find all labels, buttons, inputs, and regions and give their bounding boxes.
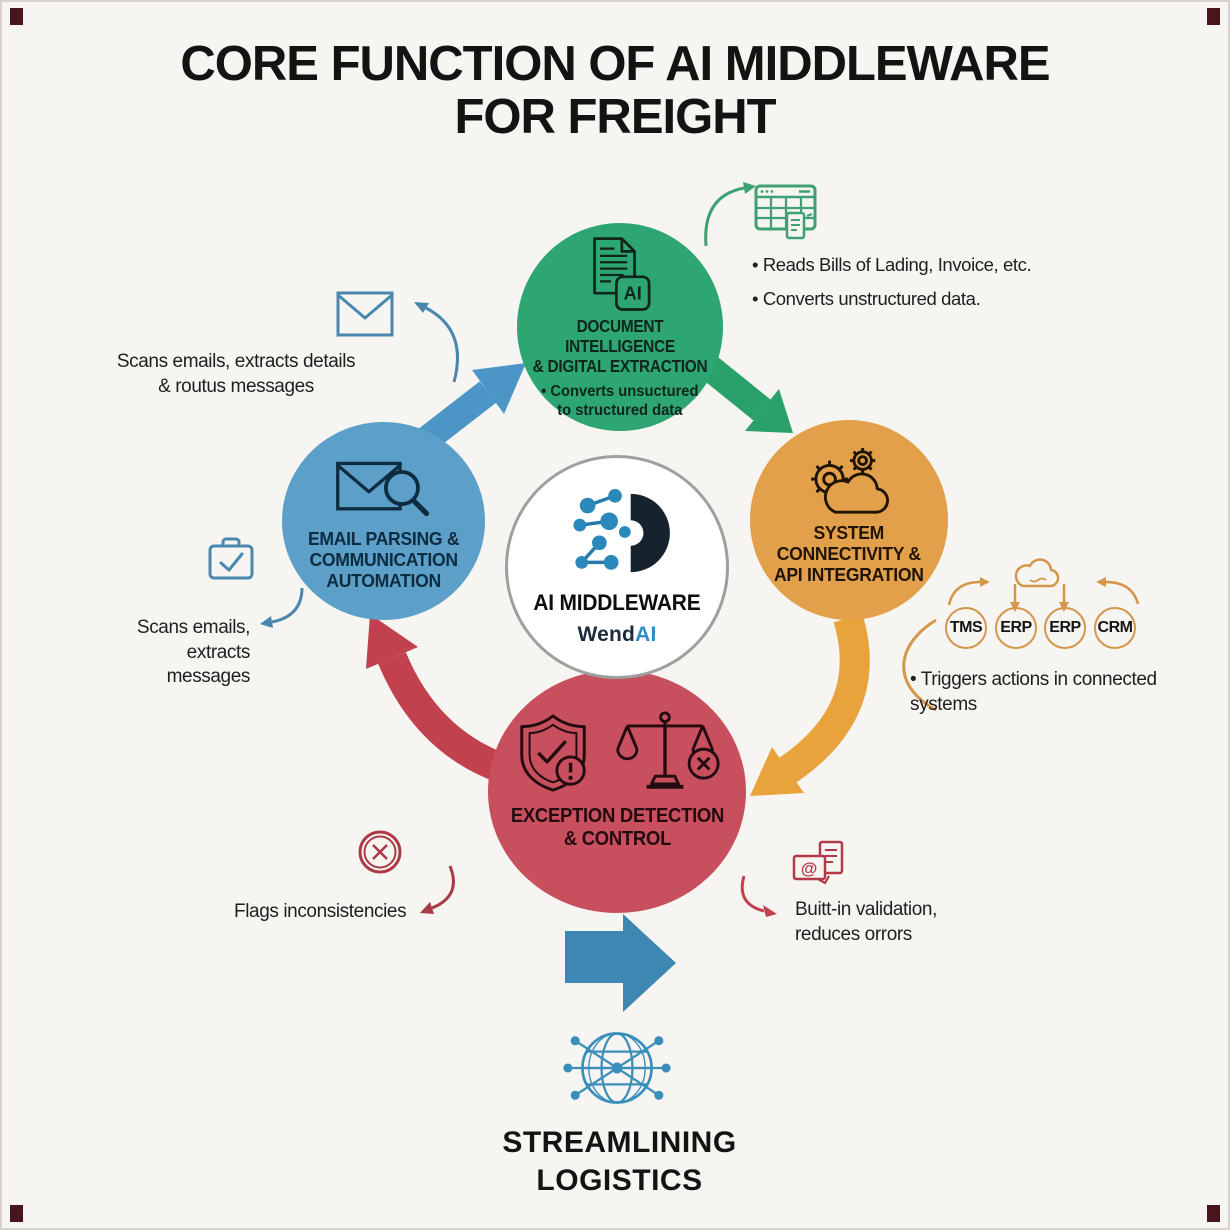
gears-cloud-icon	[811, 447, 889, 514]
system-chip-crm: CRM	[1094, 607, 1136, 649]
document-side-bullets: • Reads Bills of Lading, Invoice, etc. •…	[752, 254, 1032, 309]
ai-badge-label: AI	[624, 284, 642, 304]
arrow-exception-to-email	[366, 614, 507, 783]
mini-arrow-crm	[1096, 577, 1140, 605]
mini-arrow-tms-erp	[947, 577, 990, 606]
brand-wordmark: WendAI	[578, 623, 657, 647]
arrow-document-to-system	[701, 357, 793, 433]
exception-right-note: Buitt-in validation, reduces orrors	[795, 899, 937, 945]
system-chip-label: ERP	[1000, 619, 1032, 636]
system-chip-erp-1: ERP	[995, 607, 1037, 649]
curl-arrow-inbox	[260, 587, 304, 628]
node-system-connectivity: SYSTEM CONNECTIVITY & API INTEGRATION	[750, 420, 948, 620]
center-hub: AI MIDDLEWARE WendAI	[505, 455, 729, 679]
shield-alert-icon	[520, 714, 586, 792]
arrow-system-to-exception	[750, 613, 870, 796]
exception-left-note: Flags inconsistencies	[234, 901, 407, 922]
page-title: CORE FUNCTION OF AI MIDDLEWARE FOR FREIG…	[180, 37, 1050, 144]
system-side-bullet: • Triggers actions in connected systems	[910, 669, 1157, 715]
system-chip-label: ERP	[1049, 619, 1081, 636]
corner-mark	[10, 8, 23, 25]
cancel-icon	[358, 830, 402, 874]
at-sign-glyph: @	[801, 859, 818, 878]
curl-arrow-spreadsheet	[704, 182, 756, 247]
node-email-parsing: EMAIL PARSING & COMMUNICATION AUTOMATION	[282, 422, 485, 620]
flow-block-arrow	[565, 914, 676, 1012]
corner-mark	[10, 1205, 23, 1222]
node-bullet: • Converts unsuctured to structured data	[541, 382, 699, 420]
system-chip-erp-2: ERP	[1044, 607, 1086, 649]
node-title: EXCEPTION DETECTION & CONTROL	[510, 804, 724, 851]
footer-title: STREAMLINING LOGISTICS	[502, 1126, 737, 1198]
cloud-icon	[1014, 558, 1060, 588]
curl-arrow-validation	[740, 875, 777, 917]
email-top-note: Scans emails, extracts details & routus …	[116, 351, 356, 397]
brand-ai: AI	[635, 623, 657, 646]
system-chip-label: CRM	[1097, 619, 1133, 636]
email-search-icon	[335, 461, 429, 517]
globe-network-icon	[563, 1032, 671, 1104]
node-title: DOCUMENT INTELLIGENCE & DIGITAL EXTRACTI…	[532, 316, 708, 376]
inbox-check-icon	[208, 537, 254, 580]
curl-arrow-envelope	[414, 302, 459, 383]
scales-reject-icon	[616, 711, 720, 789]
wendai-logo	[573, 488, 670, 573]
email-side-note: Scans emails, extracts messages	[136, 617, 250, 688]
corner-mark	[1207, 8, 1220, 25]
node-title: SYSTEM CONNECTIVITY & API INTEGRATION	[774, 522, 924, 586]
corner-mark	[1207, 1205, 1220, 1222]
brand-wend: Wend	[577, 623, 636, 646]
system-chip-label: TMS	[949, 619, 983, 636]
spreadsheet-icon	[754, 184, 817, 240]
envelope-icon	[336, 291, 394, 337]
email-validation-icon: @	[792, 840, 844, 885]
center-label: AI MIDDLEWARE	[533, 590, 701, 615]
arrow-email-to-document	[417, 363, 526, 451]
node-exception-detection: EXCEPTION DETECTION & CONTROL	[488, 670, 746, 913]
node-title: EMAIL PARSING & COMMUNICATION AUTOMATION	[307, 528, 460, 592]
system-chip-tms: TMS	[945, 607, 987, 649]
node-document-intelligence: AI DOCUMENT INTELLIGENCE & DIGITAL EXTRA…	[517, 223, 723, 431]
document-ai-icon: AI	[593, 237, 651, 311]
